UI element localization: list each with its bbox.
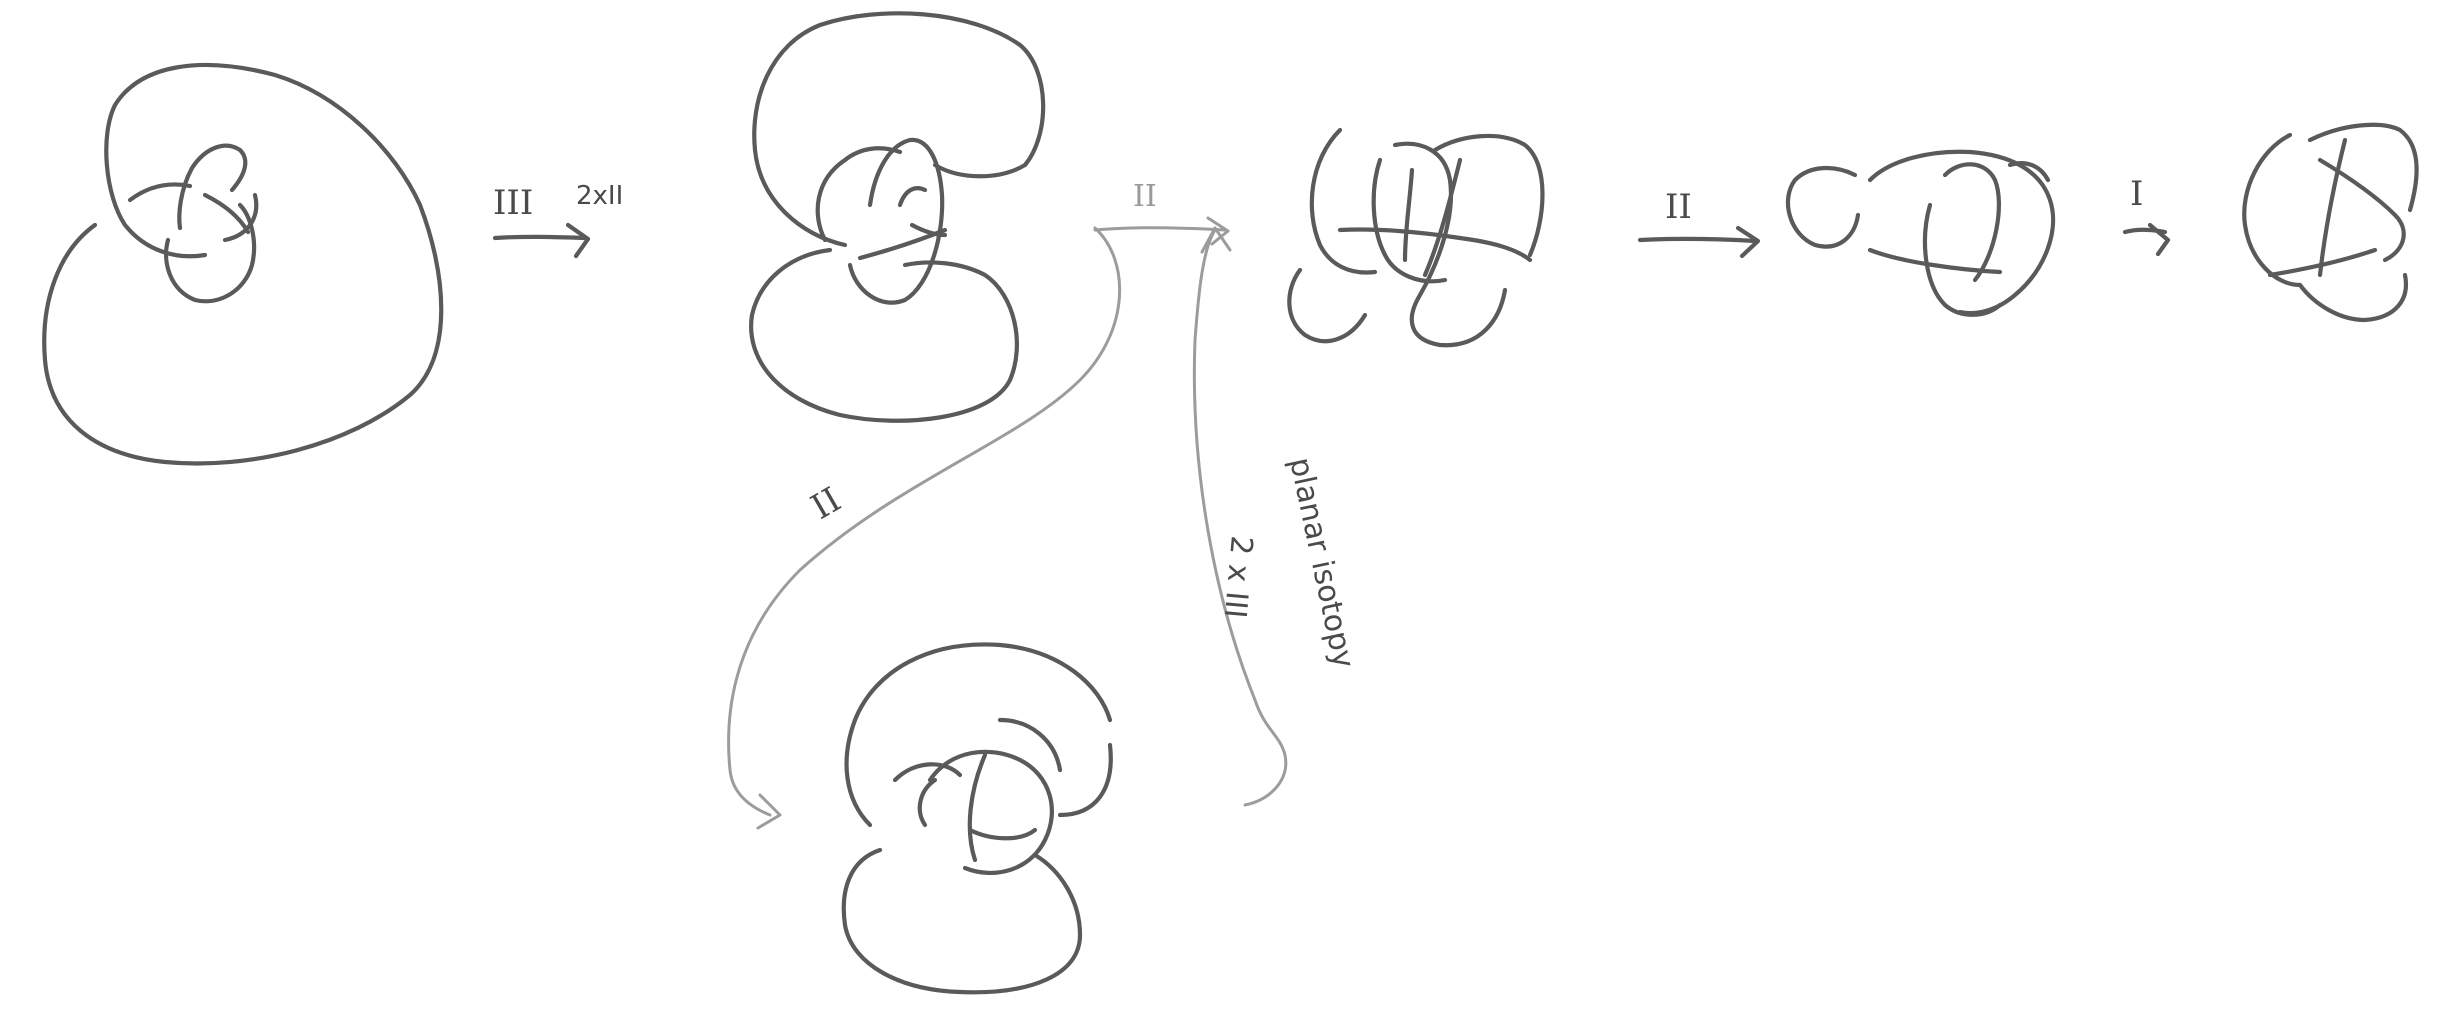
move-arrow-lower-left: II [727,226,1122,830]
move-label-2: II [1133,179,1157,214]
knot-diagram-5 [1785,149,2056,317]
move-label-lower-right-note: planar isotopy [1282,454,1361,671]
move-label-4: I [2130,174,2143,214]
knot-diagram-2 [749,11,1046,423]
move-arrow-2: II [1093,179,1230,246]
knot-diagram-1 [42,62,444,466]
move-arrow-lower-right: 2 x III planar isotopy [1192,226,1361,807]
move-arrow-1: III 2xII [492,181,623,259]
move-arrow-4: I [2122,174,2171,257]
move-label-lower-right-count: 2 x III [1217,534,1259,619]
move-label-1-main: III [493,183,533,223]
move-label-1-sup: 2xII [576,181,623,211]
knot-diagram-lower [841,642,1113,995]
knot-diagram-6 [2242,122,2419,323]
knot-diagram-3 [1287,127,1545,348]
move-arrow-3: II [1637,187,1761,259]
move-label-lower-left: II [805,480,848,528]
move-label-3: II [1665,187,1692,227]
